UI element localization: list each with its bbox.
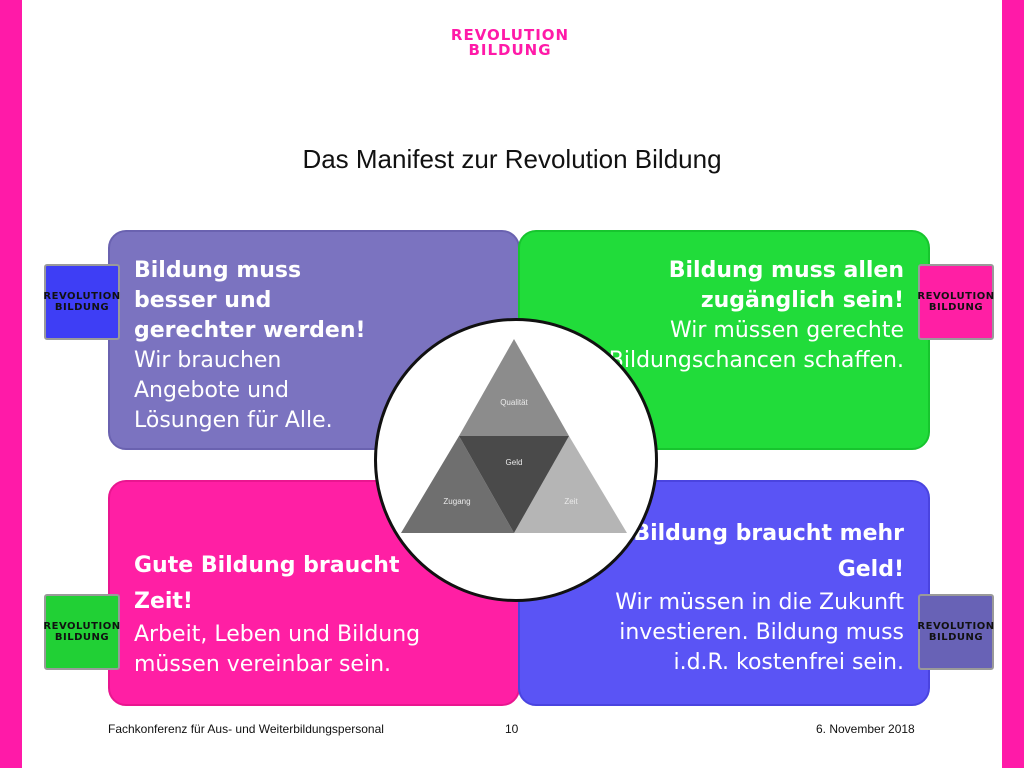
badge-line-1: REVOLUTION [43,291,121,302]
quadrant-body: Wir müssen in die Zukunft investieren. B… [615,590,904,675]
left-pink-border [0,0,22,768]
triangle-diagram-circle: Qualität Geld Zugang Zeit [374,318,658,602]
triangle-top [459,339,569,436]
label-left: Zugang [443,497,470,506]
quadrant-heading: Bildung braucht mehr Geld! [633,521,904,582]
quadrant-body: Wir müssen gerechte Bildungschancen scha… [608,318,904,373]
quadrant-body: Arbeit, Leben und Bildung müssen vereinb… [134,622,421,677]
label-top: Qualität [500,398,528,407]
logo-badge-purple: REVOLUTION BILDUNG [917,594,995,670]
footer-page-number: 10 [505,722,519,736]
badge-line-2: BILDUNG [928,302,984,313]
quadrant-bottom-left: Gute Bildung braucht Zeit! Arbeit, Leben… [108,480,520,706]
quadrant-heading: Bildung muss besser und gerechter werden… [134,258,366,343]
revolution-bildung-logo: REVOLUTION BILDUNG [440,28,580,58]
quadrant-body: Wir brauchen Angebote und Lösungen für A… [134,348,333,433]
triangle-left [401,436,514,533]
footer-event: Fachkonferenz für Aus- und Weiterbildung… [108,722,384,736]
logo-line-2: BILDUNG [468,41,552,59]
footer-date: 6. November 2018 [816,722,915,736]
triangle-right [514,436,627,533]
badge-line-2: BILDUNG [928,632,984,643]
quadrant-heading: Bildung muss allen zugänglich sein! [668,258,904,313]
logo-badge-blue: REVOLUTION BILDUNG [43,264,121,340]
logo-badge-green: REVOLUTION BILDUNG [43,594,121,670]
badge-line-1: REVOLUTION [43,621,121,632]
right-pink-border [1002,0,1024,768]
badge-line-1: REVOLUTION [917,621,995,632]
badge-line-2: BILDUNG [54,632,110,643]
logo-badge-pink: REVOLUTION BILDUNG [917,264,995,340]
badge-line-1: REVOLUTION [917,291,995,302]
label-right: Zeit [564,497,578,506]
slide-title: Das Manifest zur Revolution Bildung [302,144,722,174]
logo-line-1: REVOLUTION [450,26,570,44]
badge-line-2: BILDUNG [54,302,110,313]
triangle-center [459,436,569,533]
quadrant-heading: Gute Bildung braucht Zeit! [134,553,400,614]
triangle-diagram: Qualität Geld Zugang Zeit [401,339,627,533]
label-center: Geld [506,458,523,467]
